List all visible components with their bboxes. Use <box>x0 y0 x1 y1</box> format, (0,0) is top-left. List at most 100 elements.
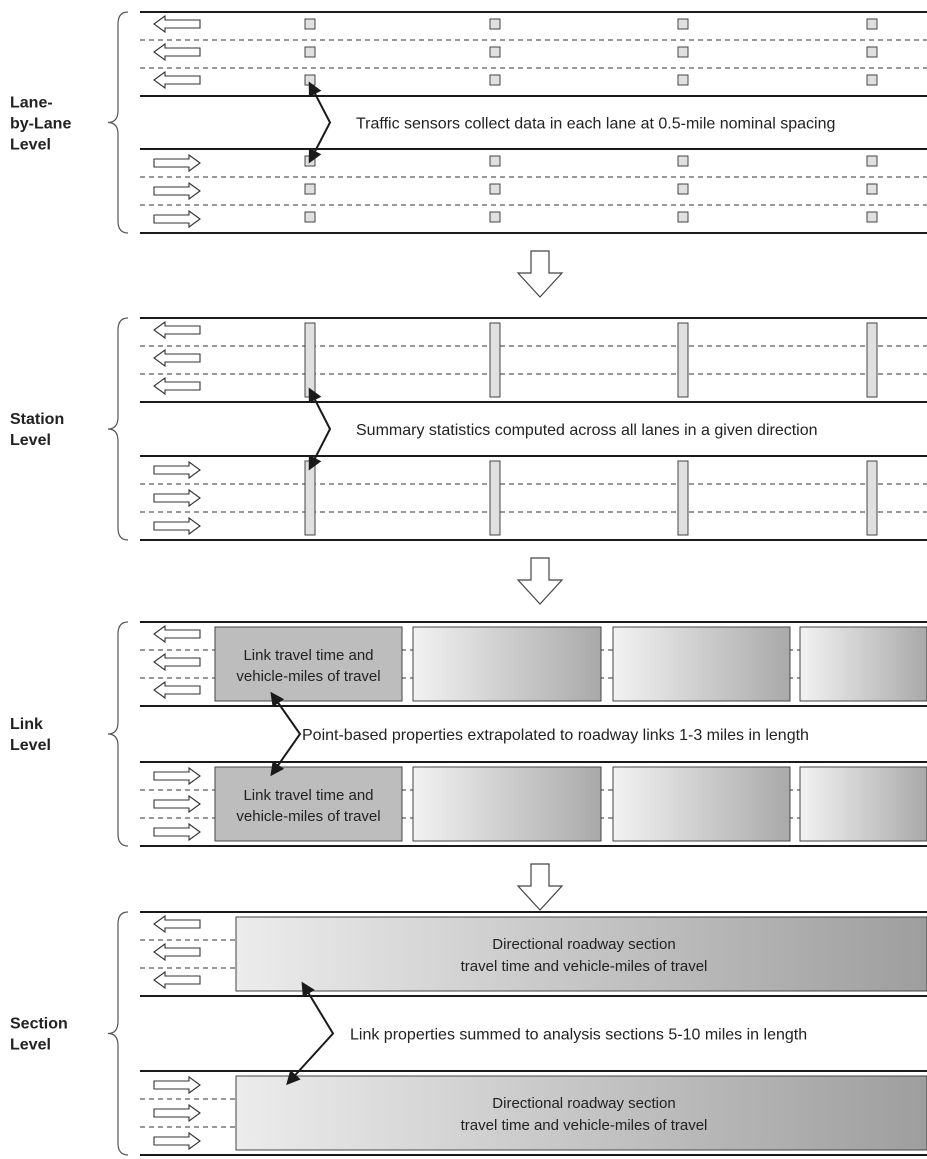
station-bar <box>866 460 878 536</box>
left-arrow-icon <box>153 680 201 700</box>
connector-arrow <box>286 981 335 1086</box>
station-bar <box>304 460 316 536</box>
link-box <box>412 766 602 842</box>
section-box-text: travel time and vehicle-miles of travel <box>461 958 708 975</box>
section-box-text: travel time and vehicle-miles of travel <box>461 1117 708 1134</box>
left-arrow-icon <box>153 320 201 340</box>
lane-sensor <box>304 18 316 30</box>
station-bar <box>866 322 878 398</box>
lane-sensor <box>866 211 878 223</box>
left-arrow-icon <box>153 14 201 34</box>
section-box <box>235 1075 927 1151</box>
link-box-text: vehicle-miles of travel <box>236 808 380 825</box>
left-arrow-icon <box>153 348 201 368</box>
lane-sensor <box>677 18 689 30</box>
level-label: Level <box>10 432 51 449</box>
down-arrow-icon <box>516 250 564 298</box>
left-arrow-icon <box>153 376 201 396</box>
lane-sensor <box>866 18 878 30</box>
link-box <box>799 766 927 842</box>
right-arrow-icon <box>153 1075 201 1095</box>
station-bar <box>489 322 501 398</box>
level-label: Level <box>10 737 51 754</box>
right-arrow-icon <box>153 181 201 201</box>
level-label: Lane- <box>10 95 53 112</box>
left-arrow-icon <box>153 942 201 962</box>
level-label: Station <box>10 411 64 428</box>
lane-sensor <box>489 211 501 223</box>
lane-sensor <box>677 211 689 223</box>
level-label: Section <box>10 1016 68 1033</box>
link-box-text: vehicle-miles of travel <box>236 668 380 685</box>
lane-sensor <box>304 211 316 223</box>
left-arrow-icon <box>153 42 201 62</box>
station-bar <box>304 322 316 398</box>
right-arrow-icon <box>153 794 201 814</box>
lane-sensor <box>677 183 689 195</box>
down-arrow-icon <box>516 863 564 911</box>
link-box <box>799 626 927 702</box>
lane-sensor <box>304 74 316 86</box>
link-box-labeled <box>214 766 403 842</box>
section-box-text: Directional roadway section <box>492 1095 675 1112</box>
section-box <box>235 916 927 992</box>
lane-sensor <box>304 46 316 58</box>
level-label: Level <box>10 1037 51 1054</box>
right-arrow-icon <box>153 1131 201 1151</box>
lane-sensor <box>866 183 878 195</box>
connector-arrow <box>308 81 332 164</box>
level-brace <box>107 911 129 1156</box>
down-arrow-icon <box>516 557 564 605</box>
lane-sensor <box>677 155 689 167</box>
lane-sensor <box>677 46 689 58</box>
right-arrow-icon <box>153 766 201 786</box>
right-arrow-icon <box>153 460 201 480</box>
lane-sensor <box>489 46 501 58</box>
lane-sensor <box>866 74 878 86</box>
station-bar <box>677 460 689 536</box>
left-arrow-icon <box>153 624 201 644</box>
station-bar <box>677 322 689 398</box>
lane-sensor <box>489 18 501 30</box>
left-arrow-icon <box>153 70 201 90</box>
right-arrow-icon <box>153 1103 201 1123</box>
right-arrow-icon <box>153 153 201 173</box>
link-box <box>612 766 791 842</box>
lane-sensor <box>866 46 878 58</box>
connector-arrow <box>270 691 302 777</box>
station-bar <box>489 460 501 536</box>
level-caption: Summary statistics computed across all l… <box>356 422 818 439</box>
lane-sensor <box>489 155 501 167</box>
lane-sensor <box>304 183 316 195</box>
lane-sensor <box>866 155 878 167</box>
right-arrow-icon <box>153 209 201 229</box>
level-label: Link <box>10 716 43 733</box>
left-arrow-icon <box>153 914 201 934</box>
right-arrow-icon <box>153 822 201 842</box>
right-arrow-icon <box>153 516 201 536</box>
section-box-text: Directional roadway section <box>492 936 675 953</box>
level-caption: Traffic sensors collect data in each lan… <box>356 116 835 133</box>
link-box <box>412 626 602 702</box>
level-label: Level <box>10 137 51 154</box>
level-caption: Point-based properties extrapolated to r… <box>302 727 809 744</box>
level-label: by-Lane <box>10 116 71 133</box>
lane-sensor <box>677 74 689 86</box>
level-brace <box>107 11 129 234</box>
level-brace <box>107 317 129 541</box>
link-box-labeled <box>214 626 403 702</box>
link-box <box>612 626 791 702</box>
connector-arrow <box>308 387 332 471</box>
lane-sensor <box>489 183 501 195</box>
left-arrow-icon <box>153 652 201 672</box>
right-arrow-icon <box>153 488 201 508</box>
level-brace <box>107 621 129 847</box>
lane-sensor <box>489 74 501 86</box>
link-box-text: Link travel time and <box>243 647 373 664</box>
